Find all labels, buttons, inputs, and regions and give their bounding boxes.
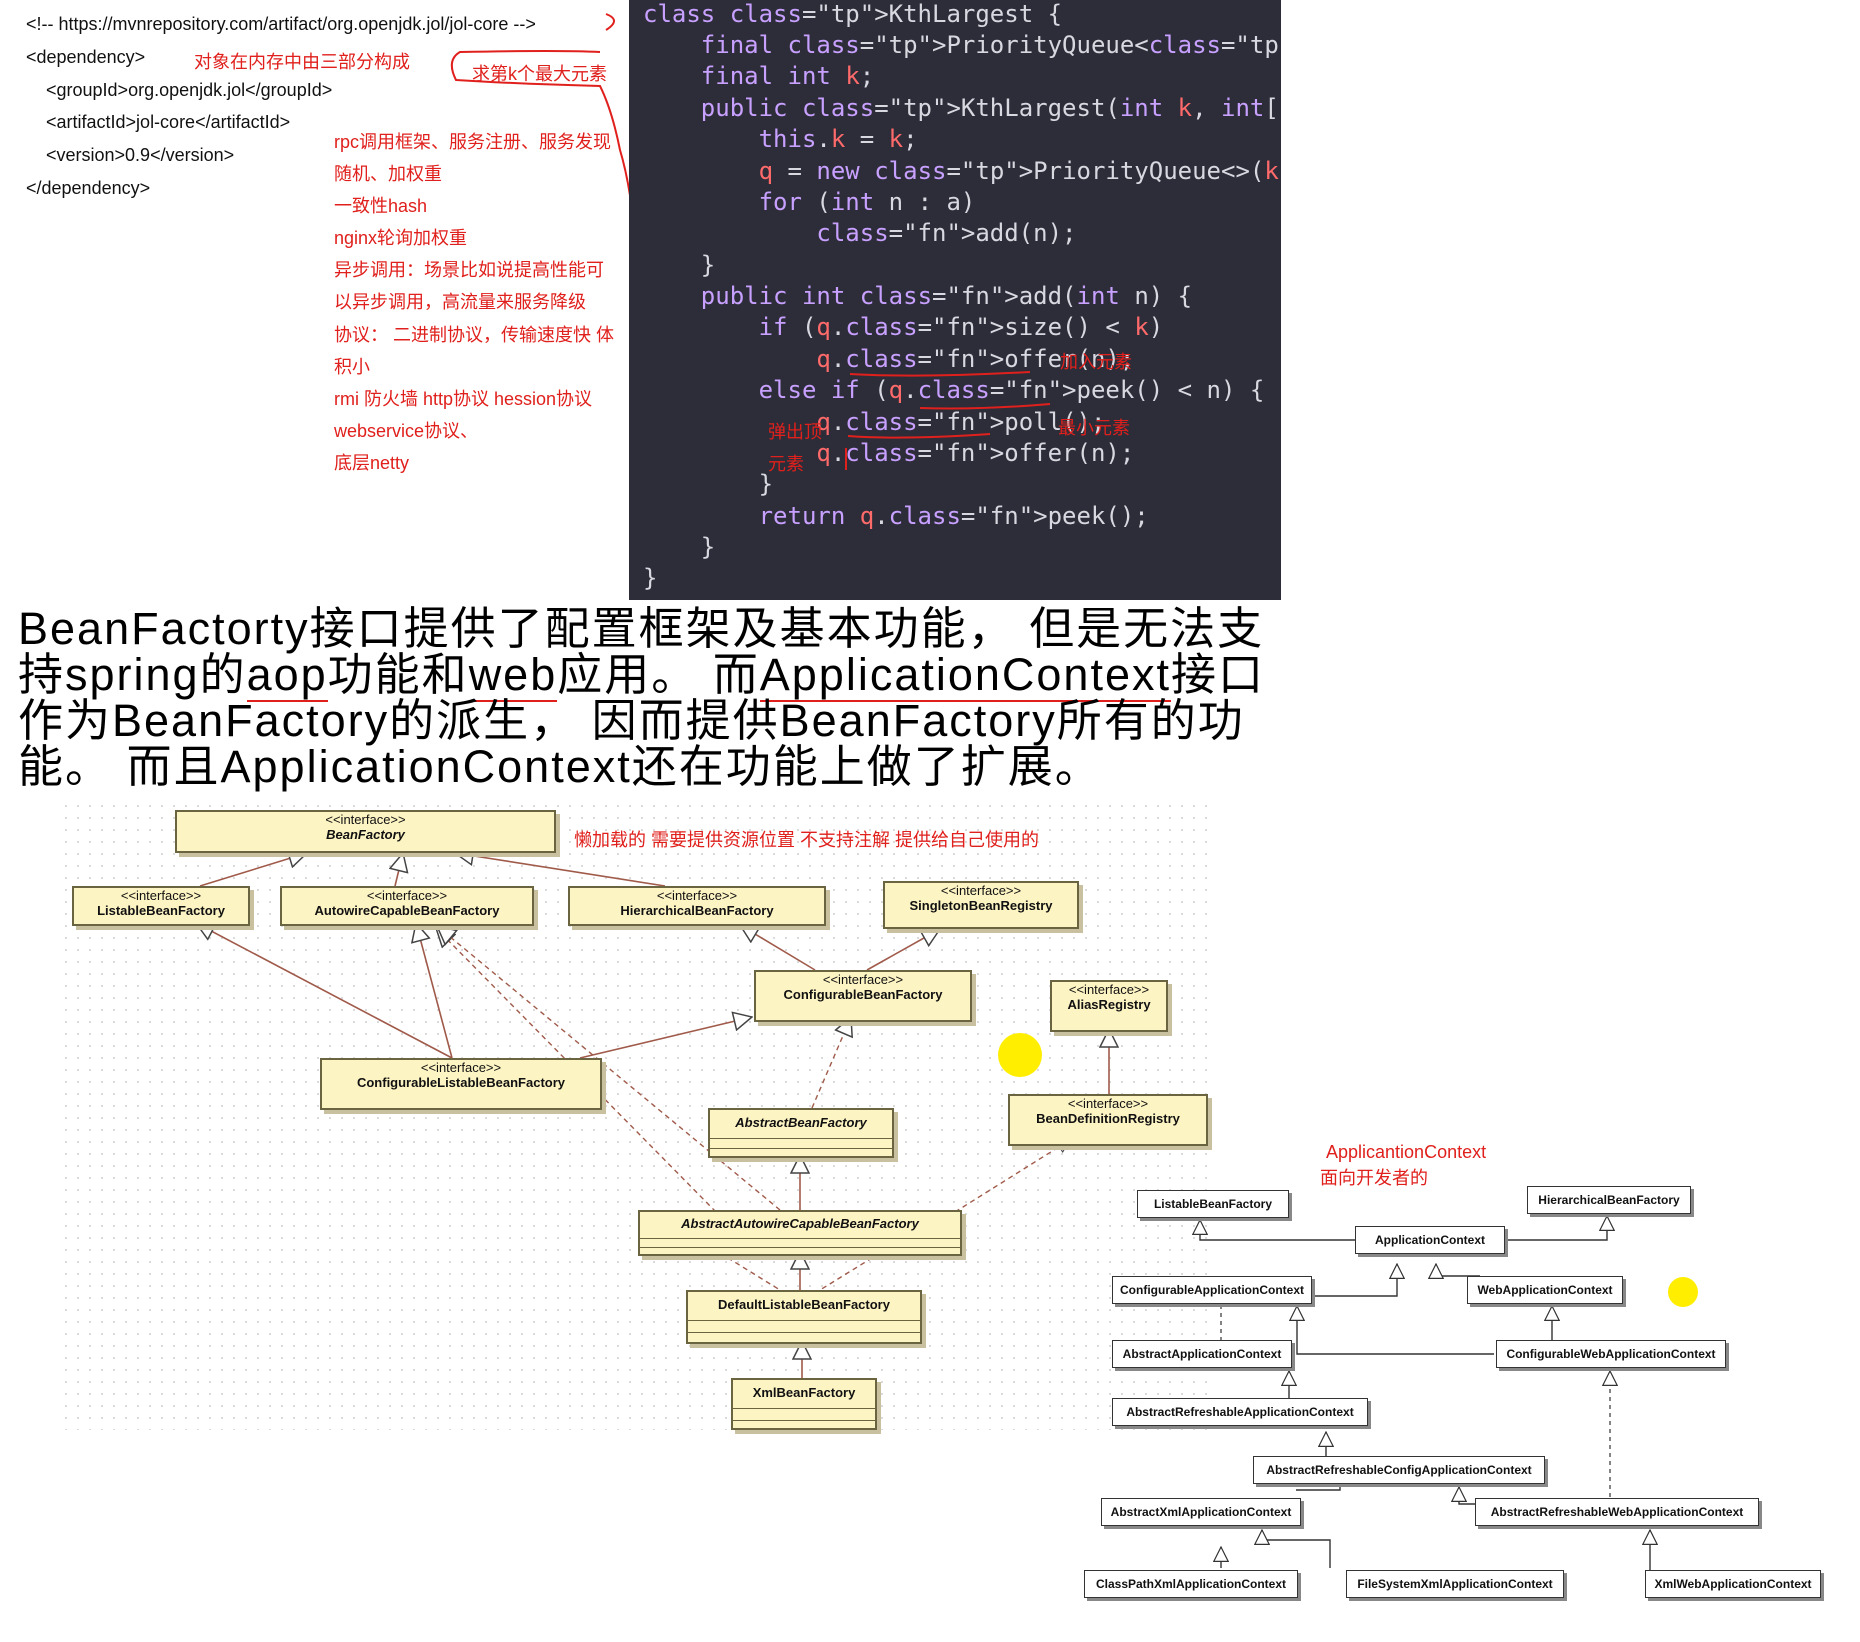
code-line: q = new class="tp">PriorityQueue<>(k);	[758, 157, 1281, 185]
code-line: }	[643, 251, 716, 279]
code-line: public int class="fn">add(int n) {	[700, 282, 1193, 310]
xml-comment: <!-- https://mvnrepository.com/artifact/…	[26, 14, 536, 34]
ctx-hierarchical-bean-factory: HierarchicalBeanFactory	[1527, 1186, 1691, 1214]
note-pop-top: 弹出顶	[768, 422, 822, 442]
uml-autowire-capable-bean-factory: <<interface>>AutowireCapableBeanFactory	[280, 886, 534, 926]
uml-singleton-bean-registry: <<interface>>SingletonBeanRegistry	[883, 881, 1079, 929]
uml-xml-bean-factory: XmlBeanFactory	[731, 1378, 877, 1430]
uml-hierarchical-bean-factory: <<interface>>HierarchicalBeanFactory	[568, 886, 826, 926]
uml-alias-registry: <<interface>>AliasRegistry	[1050, 980, 1168, 1032]
description-line-3: 作为BeanFactory的派生， 因而提供BeanFactory所有的功	[18, 695, 1245, 746]
note-min-element: 最小元素	[1058, 418, 1130, 438]
code-line: }	[643, 470, 774, 498]
note-rpc-line: 异步调用：场景比如说提高性能可	[334, 260, 604, 280]
code-line: final class="tp">PriorityQueue<class="tp…	[700, 31, 1281, 59]
note-rpc-line: 协议： 二进制协议，传输速度快 体	[334, 325, 615, 345]
ctx-abstract-refreshable-web-application-context: AbstractRefreshableWebApplicationContext	[1475, 1498, 1759, 1526]
ctx-web-application-context: WebApplicationContext	[1467, 1276, 1623, 1304]
note-rpc-line: 积小	[334, 357, 370, 377]
xml-dependency-close: </dependency>	[26, 178, 151, 198]
note-rpc-line: rpc调用框架、服务注册、服务发现	[334, 132, 612, 152]
code-line: }	[643, 564, 658, 592]
highlight-dot	[1668, 1277, 1698, 1307]
highlight-dot	[998, 1033, 1042, 1077]
uml-bean-factory: <<interface>>BeanFactory	[175, 810, 556, 853]
ctx-application-context: ApplicationContext	[1355, 1226, 1505, 1254]
note-rpc-line: 一致性hash	[334, 196, 428, 216]
ctx-listable-bean-factory: ListableBeanFactory	[1137, 1190, 1289, 1218]
note-brackets	[450, 13, 637, 253]
xml-group-id: <groupId>org.openjdk.jol</groupId>	[46, 80, 333, 100]
code-line: class class="tp">KthLargest {	[643, 0, 1063, 28]
note-kth-largest: 求第k个最大元素	[472, 64, 607, 84]
ctx-abstract-refreshable-application-context: AbstractRefreshableApplicationContext	[1112, 1398, 1368, 1426]
code-line: q.class="fn">offer(n);	[816, 439, 1135, 467]
ctx-configurable-application-context: ConfigurableApplicationContext	[1112, 1276, 1312, 1304]
note-app-context-sub: 面向开发者的	[1320, 1168, 1428, 1188]
note-rpc-line: 底层netty	[334, 453, 410, 473]
code-line: this.k = k;	[758, 125, 918, 153]
ctx-configurable-web-application-context: ConfigurableWebApplicationContext	[1496, 1340, 1726, 1368]
ctx-abstract-application-context: AbstractApplicationContext	[1112, 1340, 1292, 1368]
note-rpc-line: rmi 防火墙 http协议 hession协议	[334, 389, 593, 409]
code-underlines	[845, 371, 1051, 470]
code-line: public class="tp">KthLargest(int k, int[…	[700, 94, 1281, 122]
code-line: else if (q.class="fn">peek() < n) {	[758, 376, 1265, 404]
code-block: class class="tp">KthLargest { final clas…	[629, 0, 1281, 600]
ctx-abstract-refreshable-config-application-context: AbstractRefreshableConfigApplicationCont…	[1253, 1456, 1545, 1484]
uml-bean-definition-registry: <<interface>>BeanDefinitionRegistry	[1008, 1094, 1208, 1146]
note-object-memory: 对象在内存中由三部分构成	[194, 52, 410, 72]
uml-abstract-autowire-capable-bean-factory: AbstractAutowireCapableBeanFactory	[638, 1210, 962, 1256]
xml-artifact-id: <artifactId>jol-core</artifactId>	[46, 112, 291, 132]
code-line: final int k;	[700, 62, 875, 90]
code-line: }	[643, 533, 716, 561]
code-line: q.class="fn">offer(n);	[816, 345, 1135, 373]
description-paragraph: BeanFactorty接口提供了配置框架及基本功能， 但是无法支 持sprin…	[18, 606, 1658, 790]
code-line: return q.class="fn">peek();	[758, 502, 1149, 530]
ctx-filesystem-xml-application-context: FileSystemXmlApplicationContext	[1346, 1570, 1564, 1598]
ctx-classpath-xml-application-context: ClassPathXmlApplicationContext	[1084, 1570, 1298, 1598]
uml-listable-bean-factory: <<interface>>ListableBeanFactory	[72, 886, 250, 926]
uml-configurable-bean-factory: <<interface>>ConfigurableBeanFactory	[754, 970, 972, 1022]
note-lazy-load: 懒加载的 需要提供资源位置 不支持注解 提供给自己使用的	[574, 830, 1040, 850]
description-line-2: 持spring的aop功能和web应用。 而ApplicationContext…	[18, 649, 1266, 702]
note-pop-top-2: 元素	[768, 454, 804, 474]
ctx-abstract-xml-application-context: AbstractXmlApplicationContext	[1101, 1498, 1301, 1526]
xml-dependency-open: <dependency>	[26, 47, 146, 67]
code-line: class="fn">add(n);	[816, 219, 1077, 247]
description-line-4: 能。 而且ApplicationContext还在功能上做了扩展。	[18, 741, 1102, 792]
note-rpc-line: webservice协议、	[334, 421, 479, 441]
note-add-element: 加入元素	[1060, 352, 1132, 372]
ctx-xml-web-application-context: XmlWebApplicationContext	[1645, 1570, 1821, 1598]
uml-abstract-bean-factory: AbstractBeanFactory	[708, 1108, 894, 1158]
xml-version: <version>0.9</version>	[46, 145, 235, 165]
uml-default-listable-bean-factory: DefaultListableBeanFactory	[686, 1290, 922, 1344]
note-rpc-line: 以异步调用，高流量来服务降级	[334, 292, 586, 312]
code-line: for (int n : a)	[758, 188, 976, 216]
note-rpc-line: nginx轮询加权重	[334, 228, 468, 248]
note-rpc-line: 随机、加权重	[334, 164, 442, 184]
note-app-context-title: ApplicantionContext	[1326, 1142, 1487, 1162]
code-line: if (q.class="fn">size() < k)	[758, 313, 1164, 341]
uml-configurable-listable-bean-factory: <<interface>>ConfigurableListableBeanFac…	[320, 1058, 602, 1110]
code-line: q.class="fn">poll();	[816, 408, 1106, 436]
description-line-1: BeanFactorty接口提供了配置框架及基本功能， 但是无法支	[18, 603, 1265, 654]
